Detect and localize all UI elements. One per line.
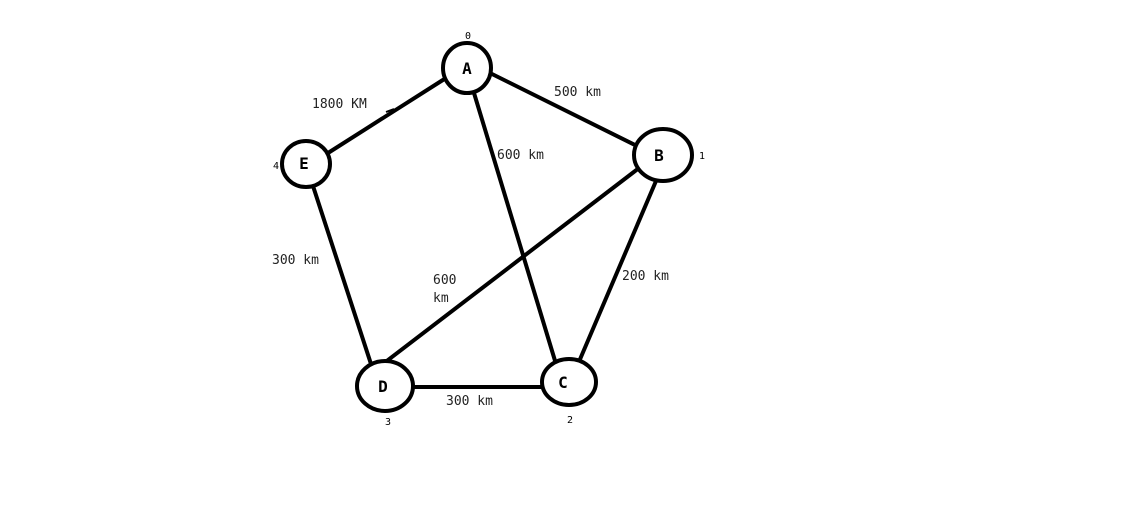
edge-d-c-weight: 300 km (446, 394, 493, 409)
edge-b-d-weight-line2: km (433, 291, 449, 306)
edge-b-c (576, 179, 658, 366)
node-d-label: D (378, 377, 388, 396)
edge-a-e (326, 76, 448, 155)
edge-e-d-weight: 300 km (272, 253, 319, 268)
edge-a-e-tick (385, 108, 395, 113)
node-b-index: 1 (699, 151, 705, 162)
node-a: A 0 (441, 31, 493, 95)
edge-e-d (311, 184, 373, 366)
node-d: D 3 (355, 359, 415, 428)
node-d-circle (355, 359, 415, 413)
edge-a-b-weight: 500 km (554, 85, 601, 100)
edge-b-d (373, 166, 641, 372)
node-a-circle (441, 41, 493, 95)
node-c: C 2 (540, 357, 598, 426)
node-c-index: 2 (567, 415, 573, 426)
node-c-circle (540, 357, 598, 407)
edge-a-e-weight: 1800 KM (312, 97, 367, 112)
node-e: E 4 (273, 139, 332, 189)
node-e-index: 4 (273, 161, 279, 172)
node-b: B 1 (632, 127, 705, 183)
node-d-index: 3 (385, 417, 391, 428)
edge-a-c (472, 91, 558, 366)
node-a-index: 0 (465, 31, 471, 42)
edge-a-c-weight: 600 km (497, 148, 544, 163)
node-c-label: C (558, 373, 568, 392)
node-a-label: A (462, 59, 472, 78)
edge-a-b (490, 72, 639, 148)
edge-b-c-weight: 200 km (622, 269, 669, 284)
node-b-label: B (654, 146, 664, 165)
node-b-circle (632, 127, 694, 183)
node-e-circle (280, 139, 332, 189)
node-e-label: E (299, 154, 309, 173)
edge-b-d-weight-line1: 600 (433, 273, 456, 288)
